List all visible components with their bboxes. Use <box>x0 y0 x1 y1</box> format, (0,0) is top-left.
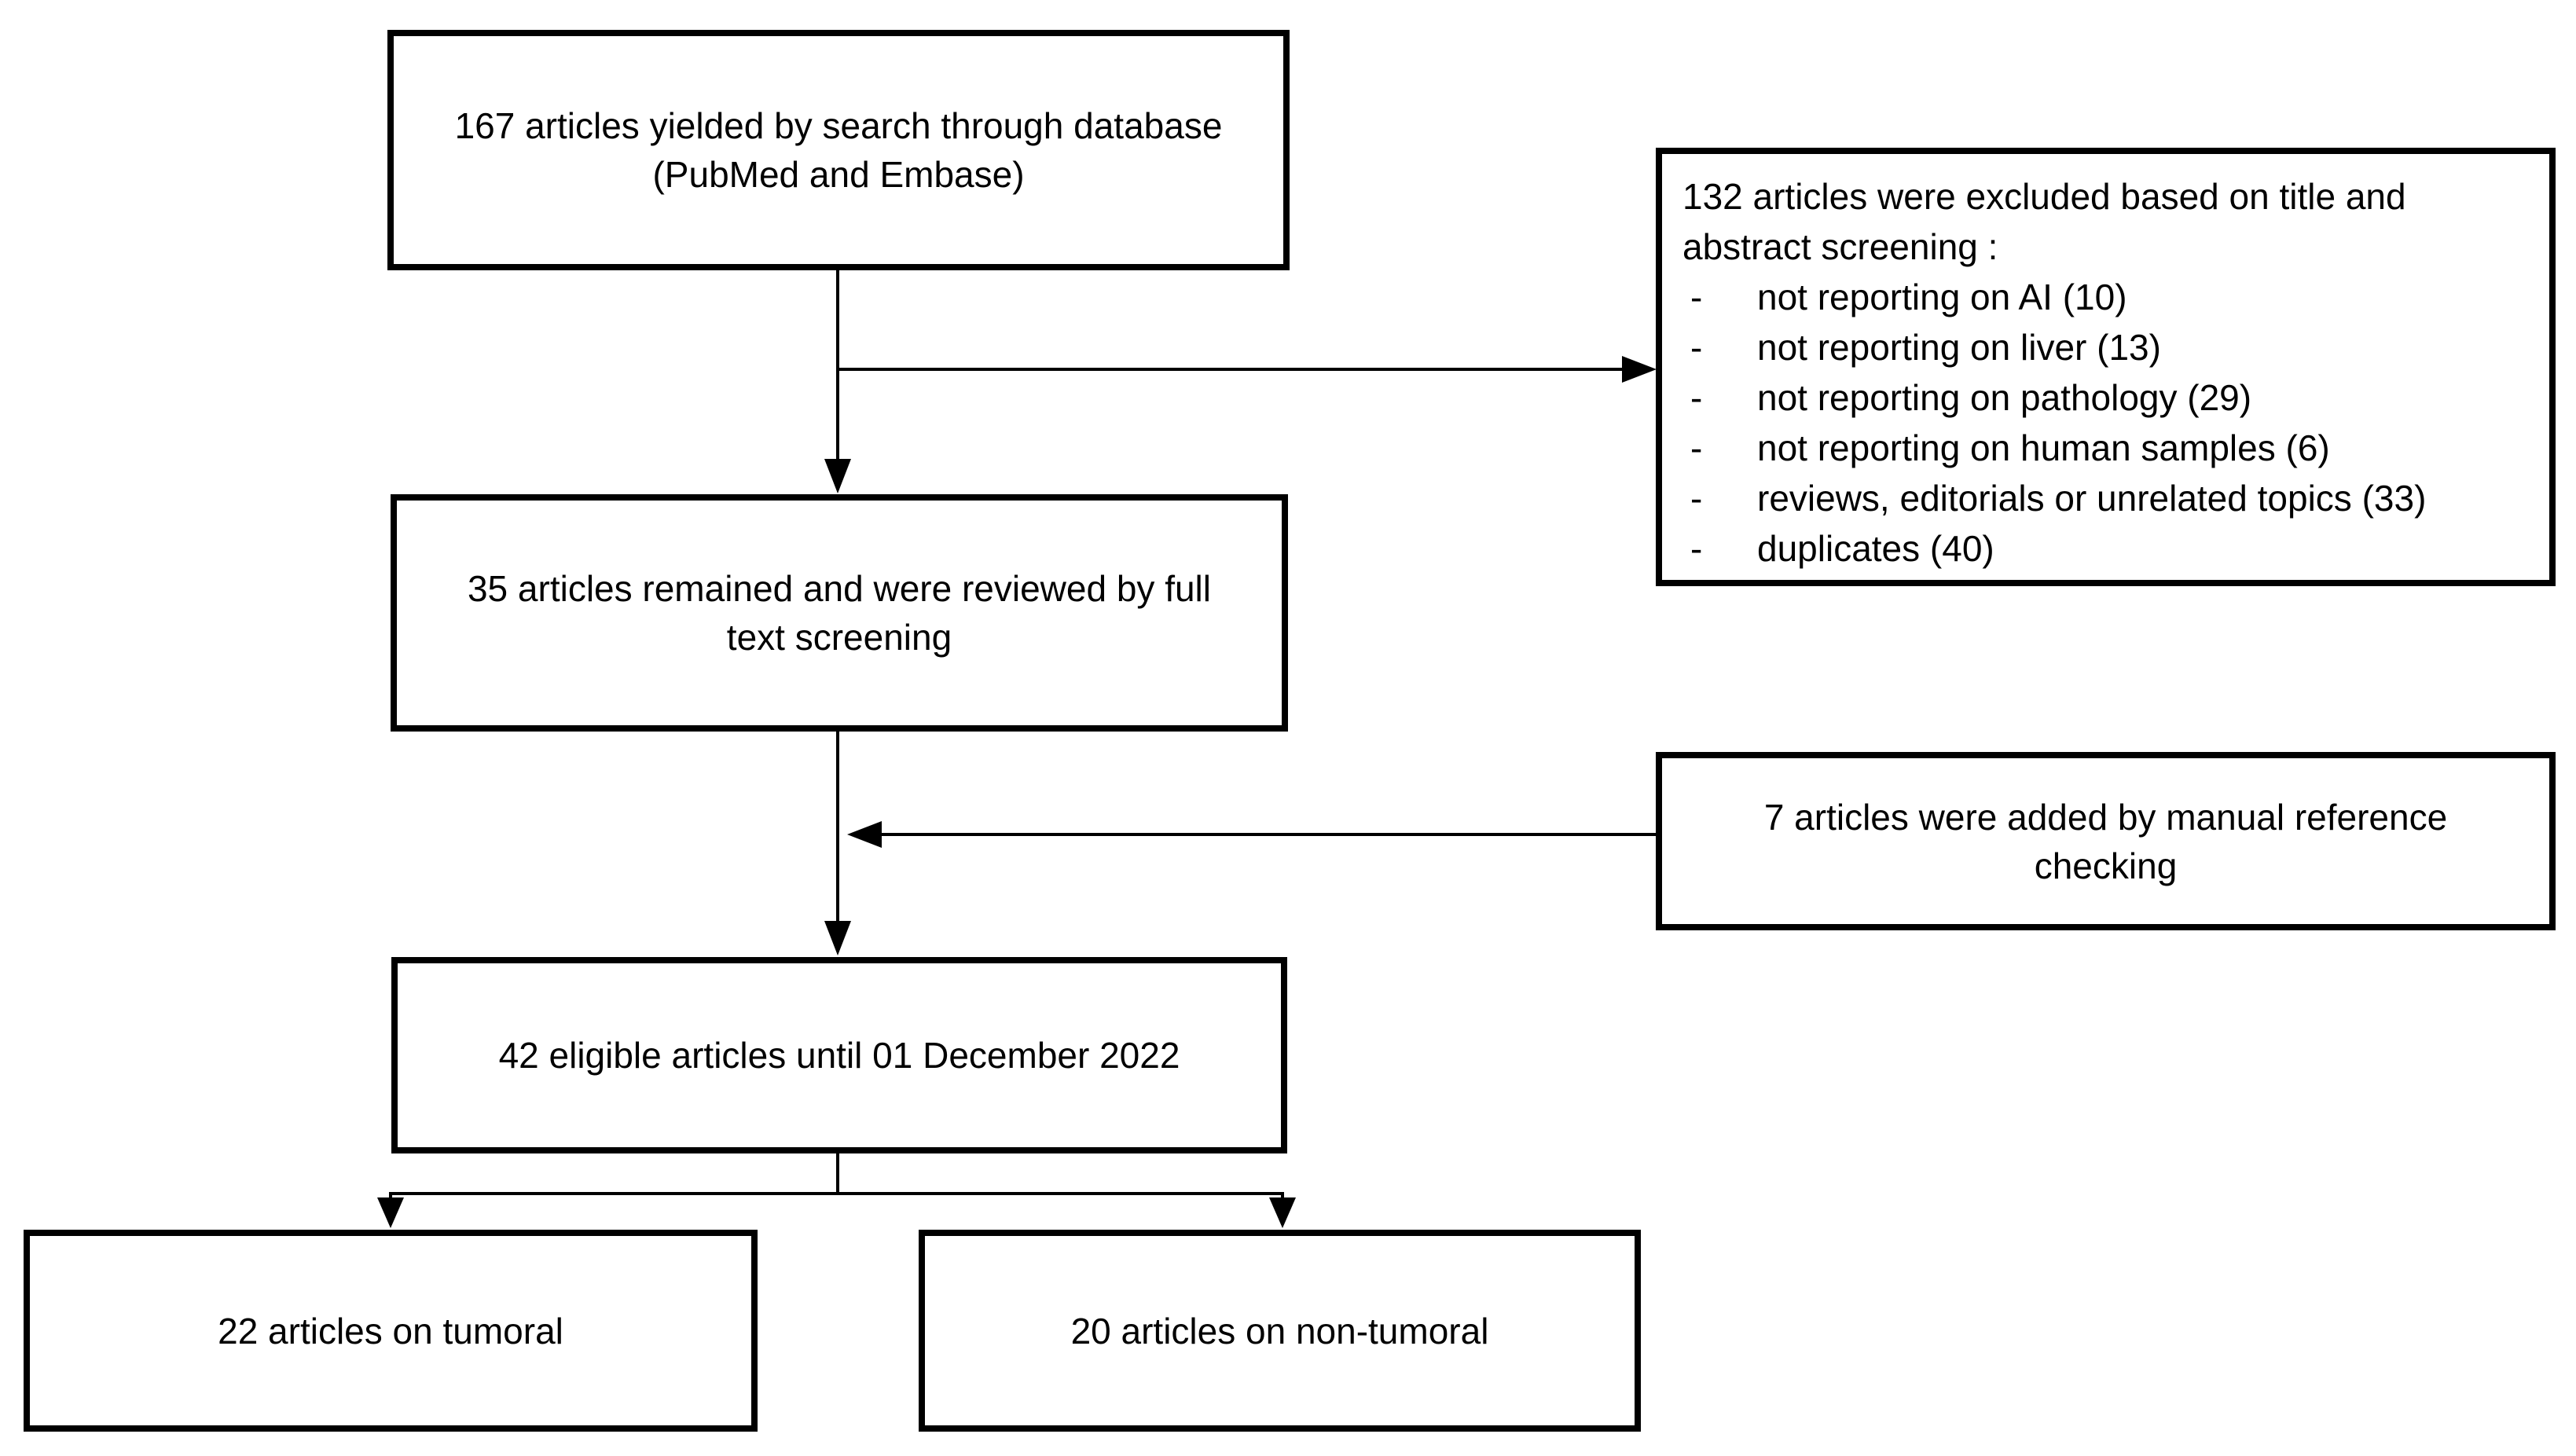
excluded-reason-text: duplicates (40) <box>1757 528 1994 569</box>
dash-bullet: - <box>1690 277 1703 317</box>
excluded-reason-text: reviews, editorials or unrelated topics … <box>1757 478 2427 519</box>
box-nontumoral-text: 20 articles on non-tumoral <box>1070 1310 1489 1351</box>
box-fulltext-screening: 35 articles remained and were reviewed b… <box>391 494 1288 732</box>
arrow-split-to-nontumoral <box>1269 1192 1296 1228</box>
dash-bullet: - <box>1690 377 1703 418</box>
box-manual-reference: 7 articles were added by manual referenc… <box>1656 752 2556 930</box>
box-search-results-line2: (PubMed and Embase) <box>652 154 1025 195</box>
excluded-reason-item: - reviews, editorials or unrelated topic… <box>1690 473 2534 523</box>
box-tumoral-articles: 22 articles on tumoral <box>24 1230 758 1432</box>
arrow-fulltext-to-eligible <box>824 732 851 955</box>
dash-bullet: - <box>1690 478 1703 519</box>
arrow-search-to-fulltext <box>824 270 851 493</box>
excluded-reason-item: - duplicates (40) <box>1690 523 2534 574</box>
excluded-reason-text: not reporting on AI (10) <box>1757 277 2127 317</box>
excluded-reason-text: not reporting on human samples (6) <box>1757 427 2330 468</box>
excluded-reason-text: not reporting on pathology (29) <box>1757 377 2252 418</box>
excluded-title: 132 articles were excluded based on titl… <box>1682 176 2406 267</box>
box-search-results-line1: 167 articles yielded by search through d… <box>454 105 1223 146</box>
excluded-reason-item: - not reporting on human samples (6) <box>1690 423 2534 473</box>
box-nontumoral-articles: 20 articles on non-tumoral <box>919 1230 1641 1432</box>
dash-bullet: - <box>1690 427 1703 468</box>
box-tumoral-text: 22 articles on tumoral <box>218 1310 563 1351</box>
box-eligible-text: 42 eligible articles until 01 December 2… <box>498 1035 1180 1076</box>
box-excluded-articles: 132 articles were excluded based on titl… <box>1656 148 2556 586</box>
box-eligible-articles: 42 eligible articles until 01 December 2… <box>391 957 1287 1153</box>
dash-bullet: - <box>1690 327 1703 368</box>
arrow-split-to-tumoral <box>377 1192 404 1228</box>
box-search-results: 167 articles yielded by search through d… <box>387 30 1290 270</box>
box-manual-line1: 7 articles were added by manual referenc… <box>1763 796 2448 838</box>
connector-eligible-to-split <box>391 1153 1282 1195</box>
dash-bullet: - <box>1690 528 1703 569</box>
excluded-reasons-list: - not reporting on AI (10) - not reporti… <box>1682 272 2534 574</box>
excluded-reason-text: not reporting on liver (13) <box>1757 327 2161 368</box>
arrow-manual-to-mainline <box>847 821 1658 848</box>
arrow-branch-to-excluded <box>836 356 1657 383</box>
box-fulltext-line1: 35 articles remained and were reviewed b… <box>467 568 1212 609</box>
excluded-reason-item: - not reporting on pathology (29) <box>1690 372 2534 423</box>
box-manual-line2: checking <box>2034 845 2178 886</box>
excluded-reason-item: - not reporting on liver (13) <box>1690 322 2534 372</box>
excluded-reason-item: - not reporting on AI (10) <box>1690 272 2534 322</box>
box-fulltext-line2: text screening <box>726 617 952 658</box>
